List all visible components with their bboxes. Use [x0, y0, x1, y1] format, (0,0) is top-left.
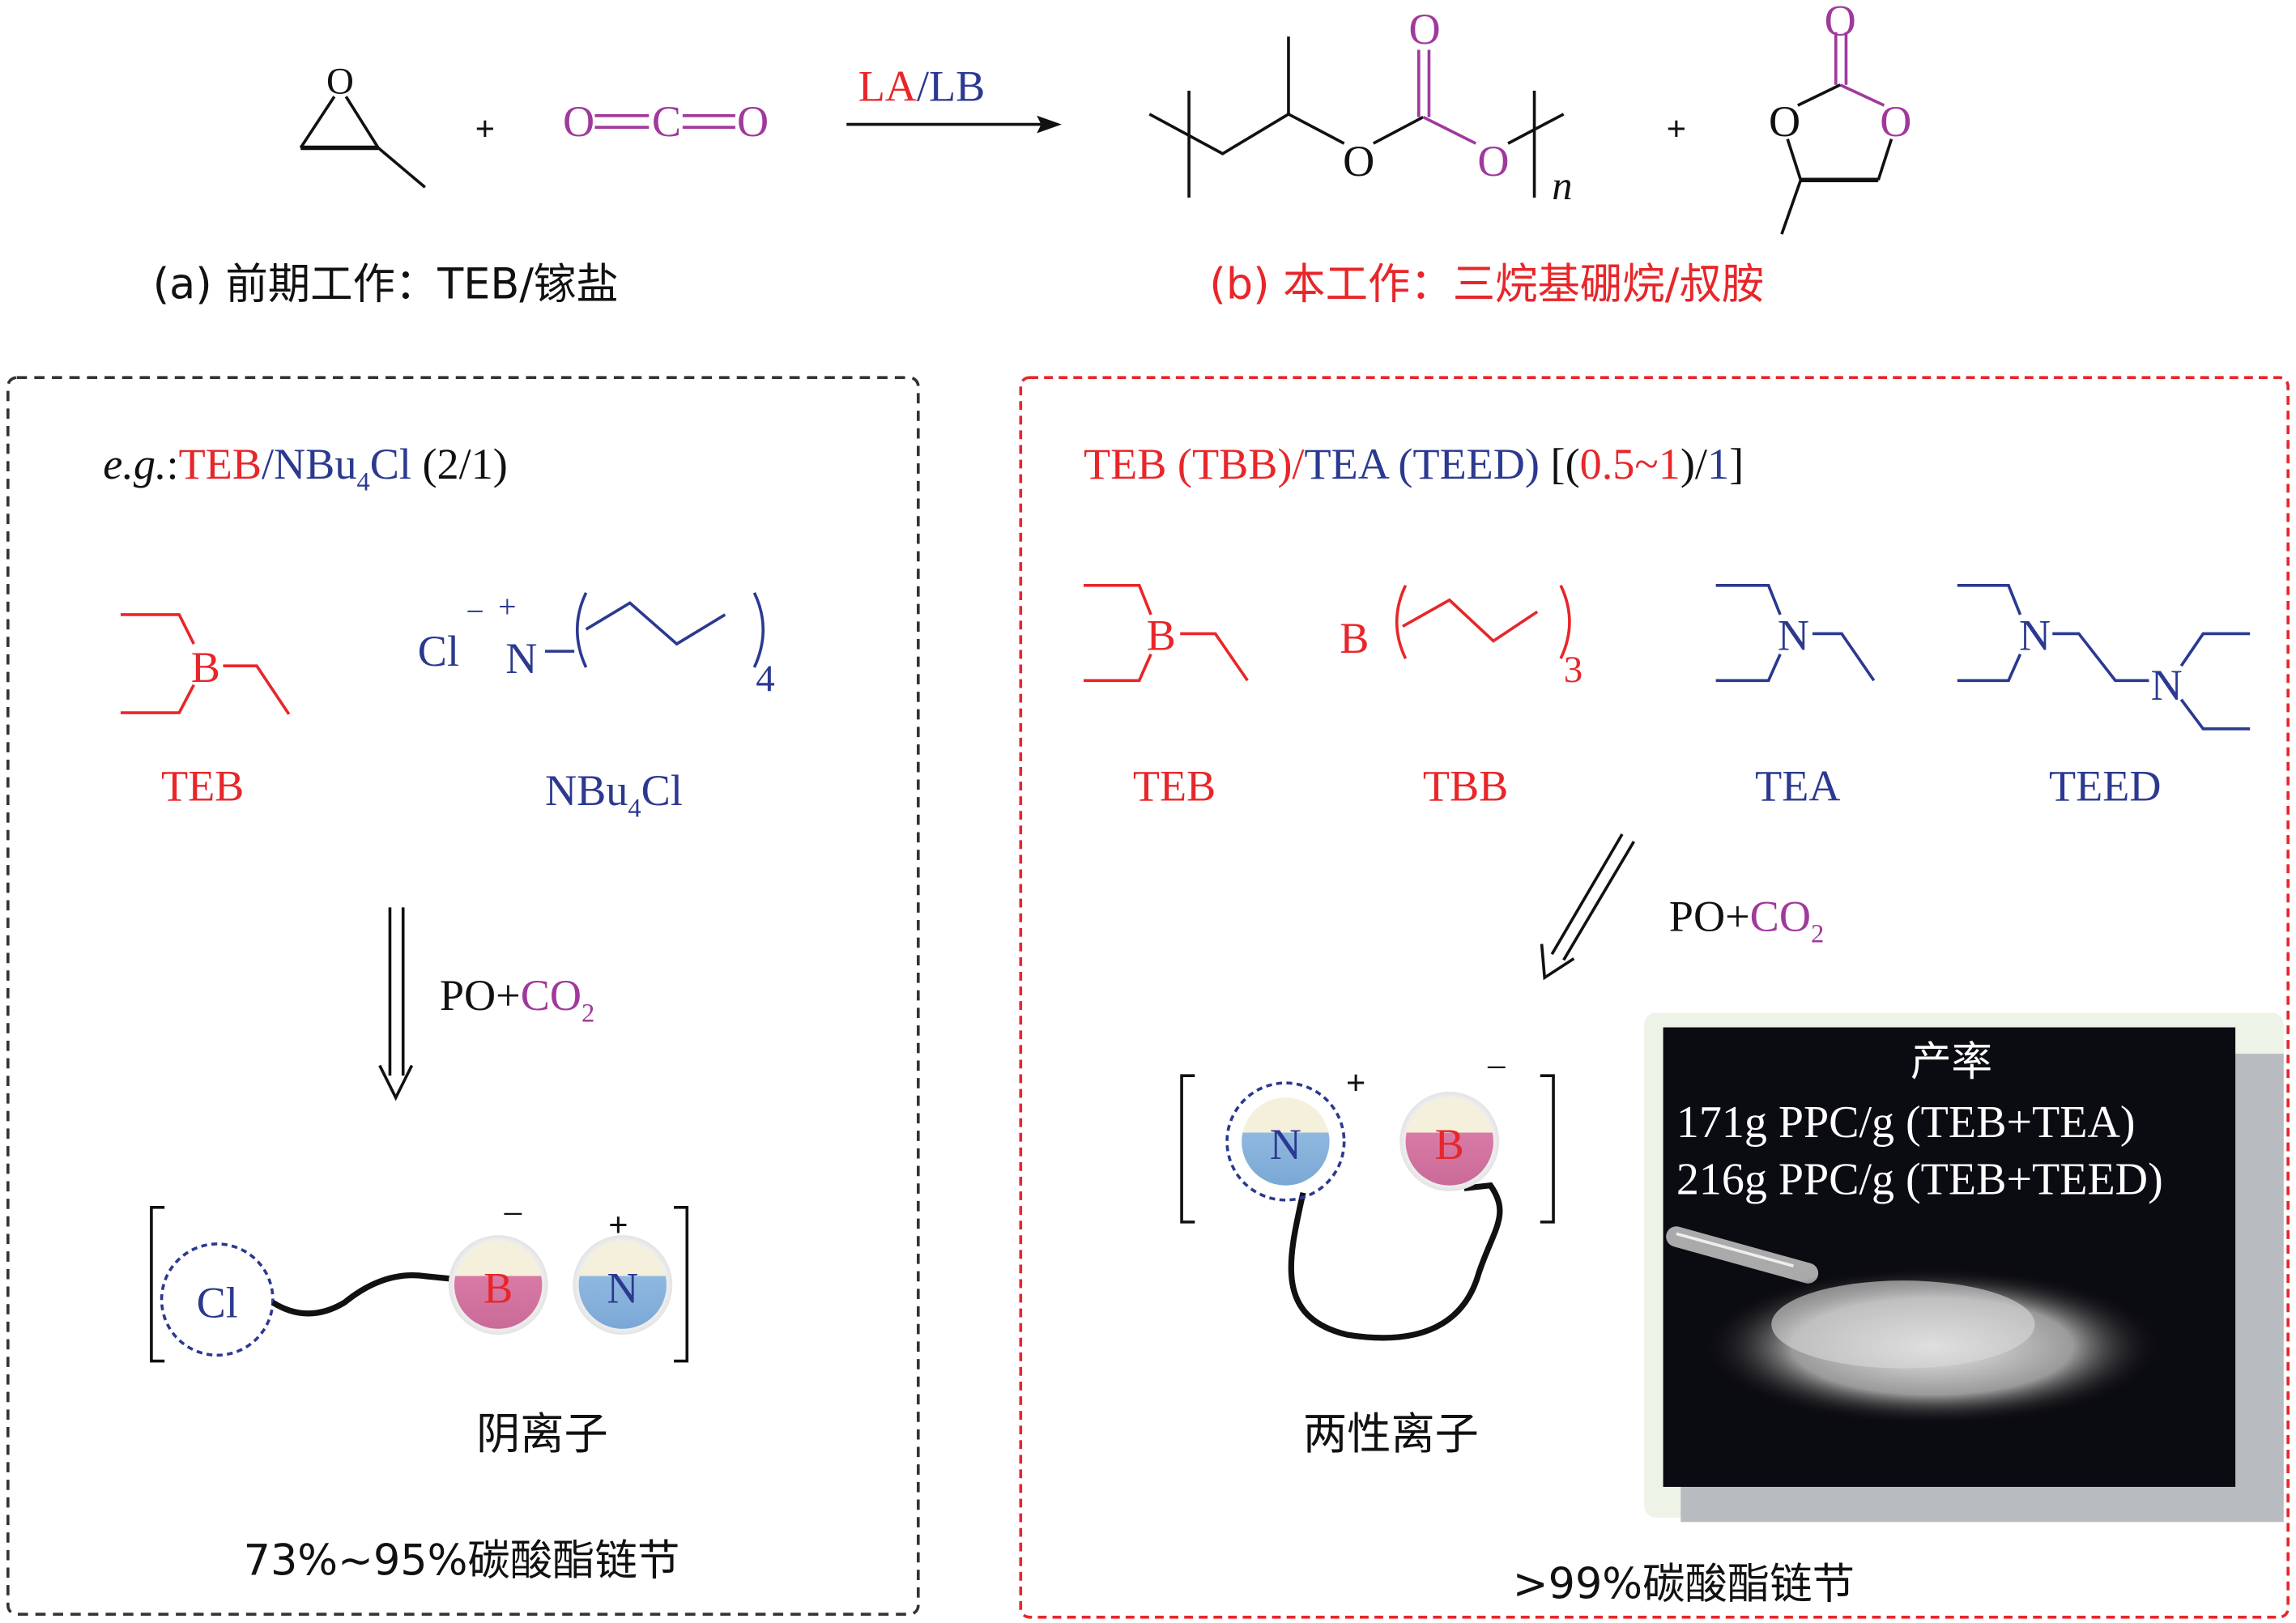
svg-text:N: N: [607, 1263, 638, 1312]
svg-text:+: +: [1346, 1064, 1366, 1103]
polymer-o1: O: [1343, 137, 1374, 185]
left-panel-border: [6, 376, 920, 1616]
plus-sign: +: [475, 109, 496, 148]
yield-title: 产率: [1910, 1037, 1992, 1085]
label-teb-right: TEB: [1133, 761, 1216, 810]
cyclic-o-left: O: [1769, 97, 1800, 146]
caption-b: (b) 本工作：三烷基硼烷/叔胺: [1209, 260, 1764, 309]
label-teed: TEED: [2049, 761, 2161, 810]
repeat-n: n: [1552, 163, 1572, 208]
zwitterion-complex: N + B −: [1180, 1047, 1555, 1341]
svg-text:N: N: [505, 634, 537, 683]
svg-text:N: N: [1270, 1120, 1301, 1169]
caption-a: (a) 前期工作：TEB/镓盐: [153, 260, 619, 309]
carbonate-ratio-right: >99%碳酸酯链节: [1513, 1559, 1855, 1608]
yield-teb-teed: 216g PPC/g (TEB+TEED): [1676, 1155, 2163, 1205]
carbon-dioxide: O C O: [563, 97, 769, 146]
cyclic-o-top: O: [1825, 0, 1856, 45]
teb-structure-left: B: [120, 613, 291, 715]
svg-text:−: −: [466, 594, 483, 629]
po-co2-left: PO+CO2: [440, 971, 594, 1028]
svg-text:B: B: [1147, 611, 1176, 659]
svg-text:B: B: [191, 643, 220, 692]
co2-o1: O: [563, 97, 594, 146]
anion-complex: Cl B − N +: [150, 1193, 689, 1363]
plus-sign-2: +: [1666, 109, 1686, 148]
tea-structure: N: [1715, 584, 1876, 683]
teed-structure: N N: [1957, 584, 2251, 731]
carbonate-ratio-left: 73%~95%碳酸酯链节: [244, 1536, 680, 1585]
svg-text:Cl: Cl: [197, 1278, 238, 1327]
label-tea: TEA: [1755, 761, 1840, 810]
label-tbb: TBB: [1423, 761, 1508, 810]
co2-c: C: [652, 97, 681, 146]
cyclic-o-right: O: [1880, 97, 1911, 146]
propylene-oxide: [299, 96, 426, 189]
svg-text:−: −: [502, 1193, 523, 1235]
tbb-structure: B 3: [1340, 585, 1582, 691]
svg-text:+: +: [498, 590, 516, 625]
svg-text:N: N: [1778, 611, 1809, 659]
teb-structure-right: B: [1083, 584, 1249, 683]
svg-text:+: +: [608, 1206, 628, 1245]
svg-text:N: N: [2019, 611, 2051, 659]
svg-text:N: N: [2151, 661, 2183, 709]
yield-teb-tea: 171g PPC/g (TEB+TEA): [1676, 1097, 2136, 1148]
double-arrow-down-left: [378, 907, 414, 1101]
svg-text:B: B: [1340, 614, 1369, 662]
cyclic-carbonate: O O O: [1769, 0, 1911, 235]
left-catalyst-formula: e.g.:TEB/NBu4Cl (2/1): [103, 440, 508, 496]
svg-text:Cl: Cl: [418, 627, 459, 675]
nbu4cl-structure: Cl − + N 4: [418, 590, 775, 700]
label-nbu4cl: NBu4Cl: [545, 766, 683, 823]
po-co2-right: PO+CO2: [1669, 892, 1824, 948]
right-catalyst-formula: TEB (TBB)/TEA (TEED) [(0.5~1)/1]: [1084, 440, 1744, 488]
svg-text:−: −: [1485, 1047, 1507, 1089]
ppc-product-photo: 产率 171g PPC/g (TEB+TEA) 216g PPC/g (TEB+…: [1644, 1012, 2284, 1523]
reaction-arrow: LA/LB: [846, 62, 1062, 134]
ion-type-right: 两性离子: [1303, 1408, 1479, 1459]
double-arrow-diagonal-right: [1540, 833, 1635, 981]
co2-o2: O: [737, 97, 769, 146]
polymer-carbonyl-o: O: [1408, 5, 1440, 53]
label-teb-left: TEB: [161, 761, 244, 810]
polypropylene-carbonate: O O O n: [1148, 5, 1573, 208]
svg-text:4: 4: [756, 658, 774, 700]
ion-type-left: 阴离子: [476, 1408, 608, 1459]
polymer-o2: O: [1477, 137, 1509, 185]
catalyst-label: LA/LB: [858, 62, 986, 111]
epoxide-oxygen: O: [326, 61, 354, 103]
svg-text:B: B: [483, 1263, 513, 1312]
svg-text:3: 3: [1564, 649, 1582, 691]
svg-text:B: B: [1435, 1120, 1464, 1169]
right-panel-border: [1019, 376, 2290, 1619]
